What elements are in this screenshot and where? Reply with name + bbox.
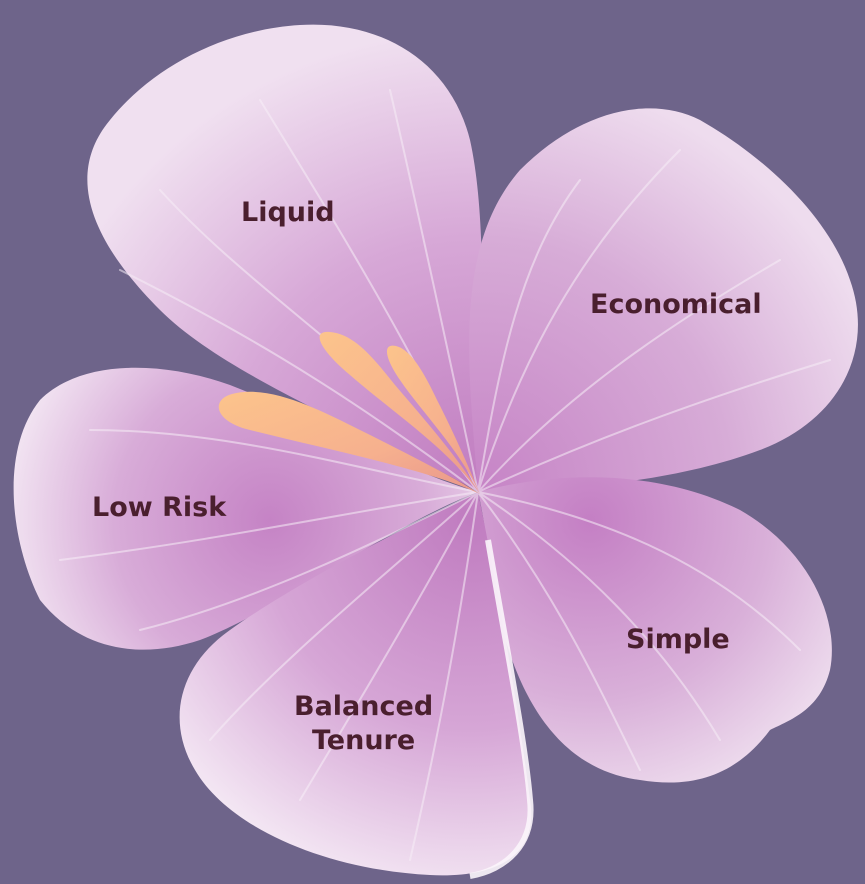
petal-balanced-tenure (179, 492, 532, 876)
petal-label-economical: Economical (590, 289, 762, 320)
petal-veins (59, 89, 831, 861)
stamens (218, 331, 480, 494)
petal-edge-highlight (469, 539, 534, 879)
petal-low-risk (13, 367, 479, 650)
petal-economical (469, 108, 858, 492)
stamen-3 (386, 345, 480, 494)
petal-label-liquid: Liquid (241, 197, 335, 228)
petal-label-low-risk: Low Risk (92, 492, 227, 523)
petal-label-balanced-tenure: Balanced Tenure (294, 691, 434, 756)
petal-label-simple: Simple (626, 624, 730, 655)
petal-simple (478, 477, 832, 783)
stamen-2 (319, 331, 480, 494)
stamen-1 (218, 391, 480, 494)
